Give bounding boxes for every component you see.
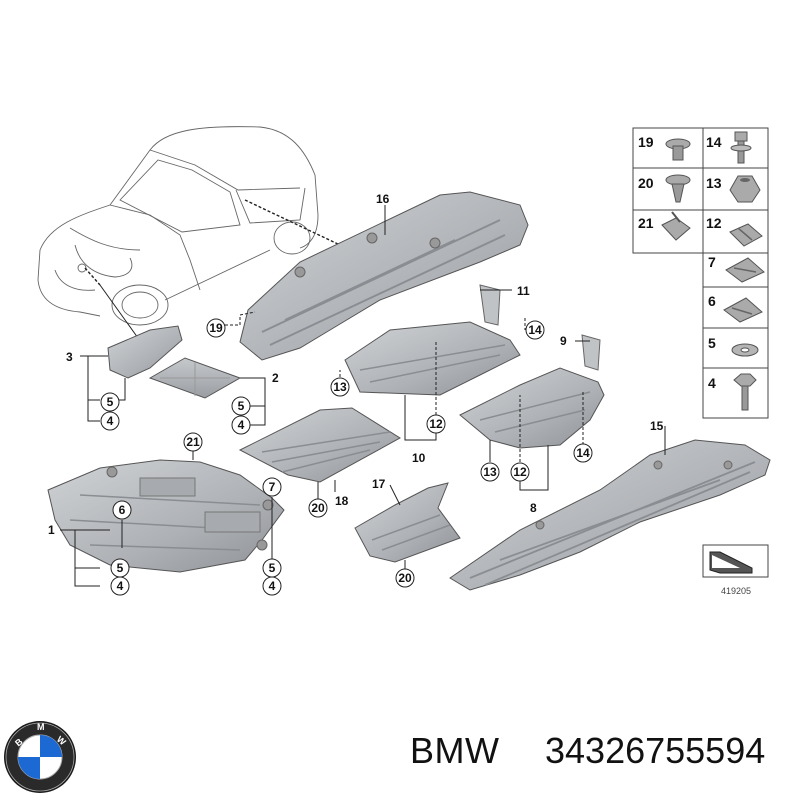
reference-box: 419205: [702, 544, 769, 596]
label-2: 2: [272, 371, 279, 385]
legend-20: 20: [638, 175, 654, 191]
svg-text:B: B: [13, 736, 25, 748]
legend-12: 12: [706, 215, 722, 231]
label-11: 11: [517, 284, 530, 298]
part-3-bracket: [107, 325, 183, 379]
label-17: 17: [372, 477, 386, 491]
callout-5b: 5: [231, 396, 251, 416]
legend-21: 21: [638, 215, 654, 231]
legend-5: 5: [708, 335, 716, 351]
hex-nut-icon: [729, 175, 761, 203]
legend-4: 4: [708, 375, 716, 391]
callout-21: 21: [183, 432, 203, 452]
washer-icon: [731, 343, 759, 357]
svg-text:13: 13: [333, 380, 347, 394]
svg-text:12: 12: [513, 465, 527, 479]
part-8-shield: [459, 334, 605, 449]
part-15-side-shield: [449, 439, 771, 591]
svg-text:5: 5: [117, 561, 124, 575]
part-number: 34326755594: [545, 730, 766, 771]
svg-text:21: 21: [186, 435, 200, 449]
callout-6: 6: [112, 500, 132, 520]
svg-text:5: 5: [238, 399, 245, 413]
callout-4d: 4: [262, 576, 282, 596]
legend-6: 6: [708, 293, 716, 309]
svg-text:4: 4: [269, 579, 276, 593]
push-rivet-icon: [665, 138, 691, 161]
clip-6-icon: [723, 297, 763, 323]
callout-12b: 12: [510, 462, 530, 482]
svg-text:6: 6: [119, 503, 126, 517]
callout-5d: 5: [262, 558, 282, 578]
brand-name: BMW: [410, 730, 500, 771]
svg-text:M: M: [37, 722, 45, 732]
part-2-plate: [148, 357, 242, 399]
part-17-shield: [354, 482, 461, 563]
legend-13: 13: [706, 175, 722, 191]
fastener-legend: 19 14 20 13 21 12 7 6 5 4: [632, 127, 769, 419]
callout-4c: 4: [110, 576, 130, 596]
callout-7: 7: [262, 477, 282, 497]
svg-text:20: 20: [398, 571, 412, 585]
clip-nut-icon: [729, 223, 763, 247]
legend-14: 14: [706, 134, 722, 150]
callout-20a: 20: [308, 498, 328, 518]
callout-5a: 5: [100, 392, 120, 412]
hex-bolt-icon: [730, 131, 752, 164]
svg-text:7: 7: [269, 480, 276, 494]
screw-icon: [733, 373, 757, 411]
label-16: 16: [376, 192, 390, 206]
svg-text:4: 4: [238, 418, 245, 432]
svg-text:19: 19: [209, 321, 223, 335]
reference-number: 419205: [721, 586, 751, 596]
label-8: 8: [530, 501, 537, 515]
callout-19: 19: [206, 318, 226, 338]
callout-14a: 14: [525, 320, 545, 340]
callout-14b: 14: [573, 443, 593, 463]
label-10: 10: [412, 451, 426, 465]
callout-20b: 20: [395, 568, 415, 588]
label-9: 9: [560, 334, 567, 348]
clip-7-icon: [725, 257, 765, 283]
legend-7: 7: [708, 254, 716, 270]
svg-text:4: 4: [117, 579, 124, 593]
svg-text:4: 4: [107, 414, 114, 428]
label-18: 18: [335, 494, 349, 508]
svg-text:5: 5: [107, 395, 114, 409]
callout-13a: 13: [330, 377, 350, 397]
svg-text:20: 20: [311, 501, 325, 515]
part-16-underbody-panel: [239, 191, 529, 361]
bmw-logo: B M W: [4, 721, 76, 793]
label-3: 3: [66, 350, 73, 364]
callout-4b: 4: [231, 415, 251, 435]
part-18-shield: [238, 407, 401, 483]
car-outline: [37, 126, 341, 339]
label-15: 15: [650, 419, 664, 433]
legend-19: 19: [638, 134, 654, 150]
svg-text:13: 13: [483, 465, 497, 479]
part-10-shield: [344, 284, 521, 396]
spring-nut-icon: [661, 211, 691, 241]
push-clip-icon: [665, 174, 691, 203]
part-1-front-shield: [47, 459, 285, 573]
callout-labels: 16 11 9 3 2 10 15 8 17 18 1: [48, 192, 664, 537]
svg-text:5: 5: [269, 561, 276, 575]
svg-text:14: 14: [528, 323, 542, 337]
callout-13b: 13: [480, 462, 500, 482]
svg-text:14: 14: [576, 446, 590, 460]
callout-5c: 5: [110, 558, 130, 578]
circled-callouts: 19 14 13 12 13 12 14 5 4 5 4 21 7 6 5 4 …: [100, 318, 593, 596]
label-1: 1: [48, 523, 55, 537]
callout-12a: 12: [426, 414, 446, 434]
svg-text:12: 12: [429, 417, 443, 431]
callout-4a: 4: [100, 411, 120, 431]
